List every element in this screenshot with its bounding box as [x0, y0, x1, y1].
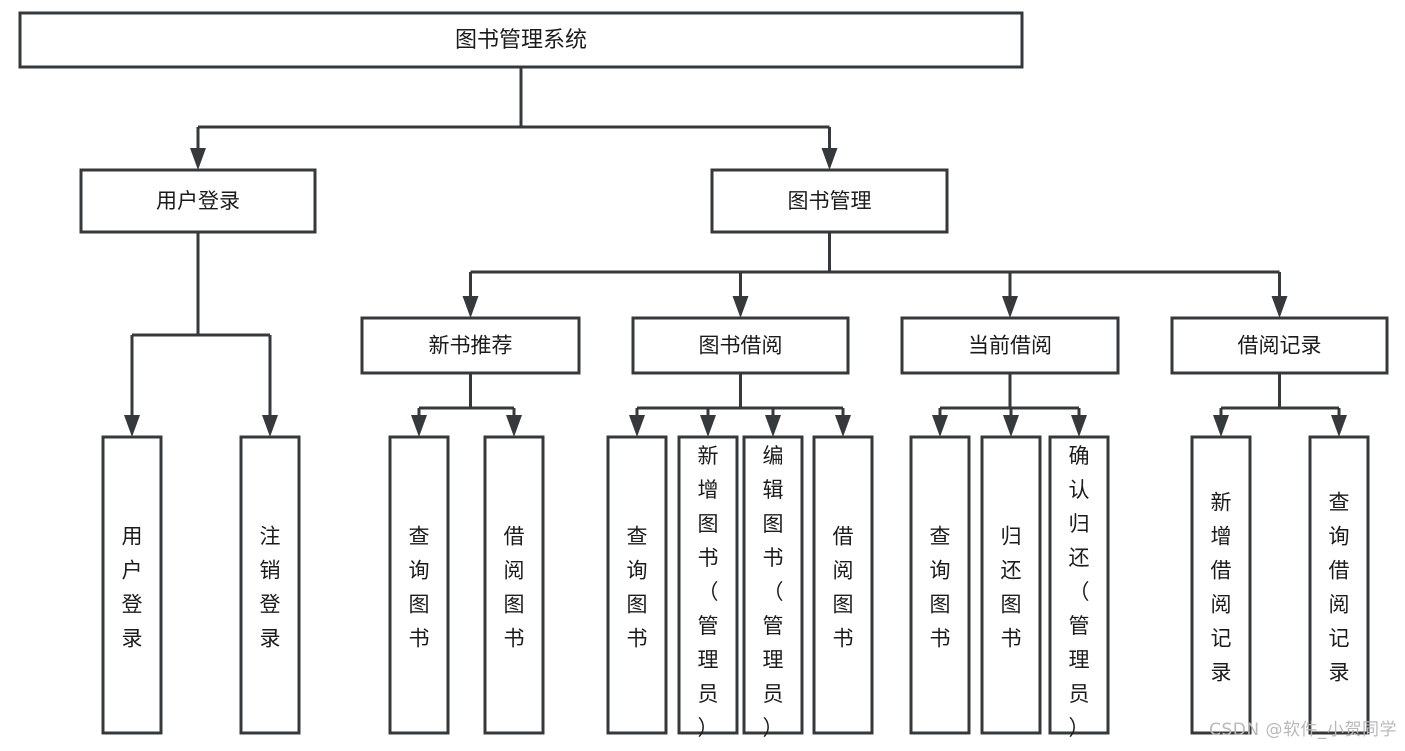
node-level1-1-rect — [710, 168, 949, 234]
arrow-down-icon-leaf-3-2 — [1071, 415, 1087, 437]
node-leaf-book_borrow-3-label: 借阅图书 — [833, 525, 854, 651]
node-layer: 图书管理系统用户登录图书管理新书推荐图书借阅当前借阅借阅记录用户登录注销登录查询… — [18, 11, 1389, 740]
node-leaf-new_book_recommend-1[interactable]: 借阅图书 — [483, 435, 545, 735]
arrow-down-icon-leaf-0-0 — [124, 415, 140, 437]
arrow-down-icon-leaf-1-0 — [411, 415, 427, 437]
node-leaf-current_borrow-1-rect — [980, 435, 1042, 735]
arrow-down-icon-leaf-2-2 — [765, 415, 781, 437]
node-level2-2[interactable]: 当前借阅 — [900, 316, 1120, 375]
node-leaf-book_borrow-1[interactable]: 新增图书（管理员） — [677, 435, 739, 740]
node-leaf-user_login-0[interactable]: 用户登录 — [101, 435, 163, 735]
node-leaf-book_borrow-3-rect — [812, 435, 874, 735]
node-leaf-book_borrow-1-rect — [677, 435, 739, 735]
node-leaf-new_book_recommend-1-rect — [483, 435, 545, 735]
node-leaf-new_book_recommend-0-rect — [388, 435, 450, 735]
arrow-down-icon-leaf-2-0 — [629, 415, 645, 437]
node-leaf-book_borrow-2-rect — [742, 435, 804, 735]
node-level2-3-rect — [1170, 316, 1389, 375]
node-leaf-borrow_record-1[interactable]: 查询借阅记录 — [1308, 435, 1370, 735]
arrow-down-icon-leaf-0-1 — [262, 415, 278, 437]
node-leaf-new_book_recommend-0-label: 查询图书 — [409, 525, 430, 651]
node-leaf-book_borrow-2-label: 编辑图书（管理员） — [763, 444, 784, 740]
node-level2-3-label: 借阅记录 — [1238, 334, 1322, 358]
node-leaf-user_login-1[interactable]: 注销登录 — [239, 435, 301, 735]
arrow-down-icon-mgr-3 — [1271, 296, 1288, 318]
node-leaf-current_borrow-0[interactable]: 查询图书 — [909, 435, 971, 735]
arrow-down-icon-mgr-0 — [462, 296, 479, 318]
arrow-down-icon-leaf-2-3 — [835, 415, 851, 437]
node-level2-0-label: 新书推荐 — [429, 334, 513, 358]
node-level1-1[interactable]: 图书管理 — [710, 168, 949, 234]
node-level1-0-label: 用户登录 — [156, 189, 240, 213]
arrow-down-icon-leaf-3-1 — [1003, 415, 1019, 437]
node-leaf-book_borrow-0[interactable]: 查询图书 — [606, 435, 668, 735]
node-leaf-borrow_record-1-rect — [1308, 435, 1370, 735]
node-leaf-current_borrow-2-rect — [1048, 435, 1110, 735]
arrow-down-icon-leaf-1-1 — [506, 415, 522, 437]
node-leaf-current_borrow-2-label: 确认归还（管理员） — [1069, 444, 1090, 740]
node-root-label: 图书管理系统 — [455, 28, 587, 53]
node-level2-1[interactable]: 图书借阅 — [631, 316, 850, 375]
arrow-down-icon-root-0 — [190, 148, 206, 170]
node-leaf-current_borrow-1[interactable]: 归还图书 — [980, 435, 1042, 735]
node-level2-0-rect — [360, 316, 581, 375]
arrow-down-icon-leaf-2-1 — [700, 415, 716, 437]
node-leaf-user_login-0-rect — [101, 435, 163, 735]
node-leaf-user_login-0-label: 用户登录 — [122, 525, 143, 651]
node-level1-0[interactable]: 用户登录 — [79, 168, 317, 234]
node-level2-3[interactable]: 借阅记录 — [1170, 316, 1389, 375]
node-leaf-new_book_recommend-1-label: 借阅图书 — [504, 525, 525, 651]
node-leaf-book_borrow-1-label: 新增图书（管理员） — [698, 444, 719, 740]
node-leaf-current_borrow-1-label: 归还图书 — [1001, 525, 1022, 651]
node-leaf-user_login-1-rect — [239, 435, 301, 735]
node-leaf-borrow_record-0-rect — [1190, 435, 1252, 735]
connector-layer — [124, 67, 1347, 437]
node-level2-2-rect — [900, 316, 1120, 375]
node-root-rect — [18, 11, 1024, 69]
node-level2-2-label: 当前借阅 — [968, 334, 1052, 358]
node-leaf-book_borrow-2[interactable]: 编辑图书（管理员） — [742, 435, 804, 740]
node-leaf-book_borrow-0-rect — [606, 435, 668, 735]
node-leaf-user_login-1-label: 注销登录 — [260, 525, 281, 651]
node-leaf-borrow_record-1-label: 查询借阅记录 — [1329, 491, 1350, 685]
arrow-down-icon-leaf-4-1 — [1331, 415, 1347, 437]
arrow-down-icon-leaf-4-0 — [1213, 415, 1229, 437]
node-leaf-current_borrow-0-label: 查询图书 — [930, 525, 951, 651]
node-leaf-book_borrow-3[interactable]: 借阅图书 — [812, 435, 874, 735]
node-leaf-borrow_record-0-label: 新增借阅记录 — [1211, 491, 1232, 685]
arrow-down-icon-leaf-3-0 — [932, 415, 948, 437]
arrow-down-icon-mgr-1 — [732, 296, 749, 318]
node-leaf-borrow_record-0[interactable]: 新增借阅记录 — [1190, 435, 1252, 735]
node-root[interactable]: 图书管理系统 — [18, 11, 1024, 69]
node-leaf-current_borrow-0-rect — [909, 435, 971, 735]
node-level2-0[interactable]: 新书推荐 — [360, 316, 581, 375]
arrow-down-icon-root-1 — [821, 148, 838, 170]
node-level2-1-rect — [631, 316, 850, 375]
node-level1-1-label: 图书管理 — [788, 189, 872, 213]
node-level1-0-rect — [79, 168, 317, 234]
node-leaf-new_book_recommend-0[interactable]: 查询图书 — [388, 435, 450, 735]
node-leaf-book_borrow-0-label: 查询图书 — [627, 525, 648, 651]
node-leaf-current_borrow-2[interactable]: 确认归还（管理员） — [1048, 435, 1110, 740]
arrow-down-icon-mgr-2 — [1002, 296, 1018, 318]
node-level2-1-label: 图书借阅 — [699, 334, 783, 358]
